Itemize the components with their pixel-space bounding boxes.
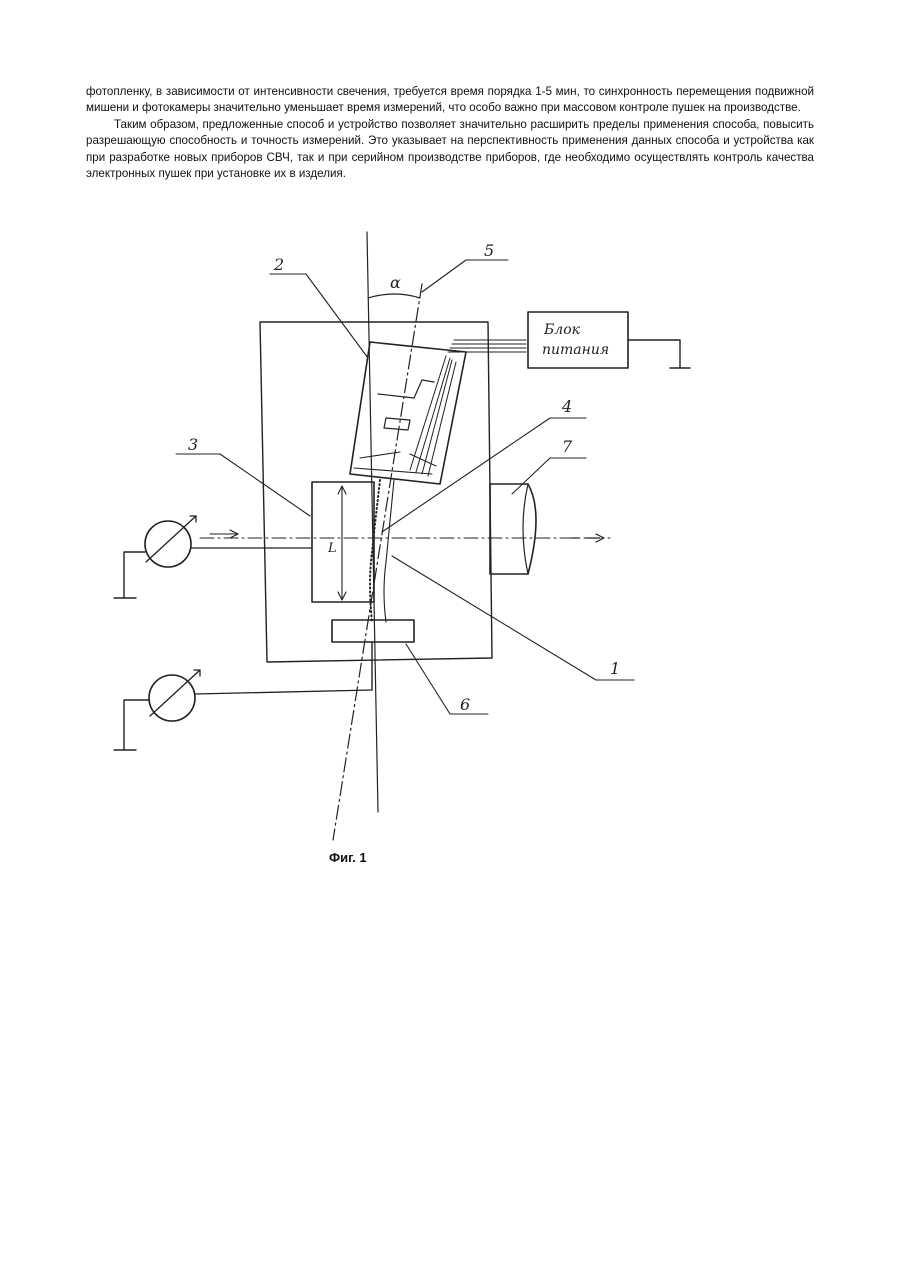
leader-7: [512, 458, 586, 494]
cable-bundle: [410, 340, 526, 476]
leader-5: [422, 260, 508, 292]
leader-4: [382, 418, 586, 532]
leader-2: [270, 274, 368, 358]
power-block: [528, 312, 628, 368]
objective-lens: [490, 484, 536, 574]
length-label: L: [327, 541, 337, 556]
paragraph-2: Таким образом, предложенные способ и уст…: [86, 117, 814, 183]
leader-6: [406, 644, 488, 714]
callout-6: 6: [460, 695, 470, 714]
power-block-line1: Блок: [543, 322, 581, 338]
figure-caption: Фиг. 1: [329, 850, 367, 865]
vertical-axis: [367, 232, 378, 812]
callout-5: 5: [484, 241, 494, 260]
callout-2: 2: [273, 255, 284, 274]
callout-3: 3: [188, 435, 198, 454]
leader-3: [176, 454, 310, 516]
housing-outline: [260, 322, 492, 662]
angle-arc: [368, 294, 420, 298]
target-block: [312, 482, 374, 602]
callout-4: 4: [561, 397, 572, 416]
figure-1: 2 5 4 3 7 1 6 α L Блок питания: [110, 222, 700, 877]
meter-lower: [149, 675, 195, 721]
callout-7: 7: [562, 437, 573, 456]
body-text: фотопленку, в зависимости от интенсивнос…: [86, 84, 814, 182]
technical-drawing: 2 5 4 3 7 1 6 α L Блок питания: [110, 222, 700, 877]
power-block-line2: питания: [542, 342, 609, 358]
collector-plate: [332, 620, 414, 642]
camera-slit: [384, 418, 410, 430]
angle-label: α: [390, 273, 401, 292]
meter-upper: [145, 521, 191, 567]
paragraph-1: фотопленку, в зависимости от интенсивнос…: [86, 84, 814, 117]
callout-1: 1: [610, 659, 620, 678]
power-ground: [628, 340, 690, 368]
